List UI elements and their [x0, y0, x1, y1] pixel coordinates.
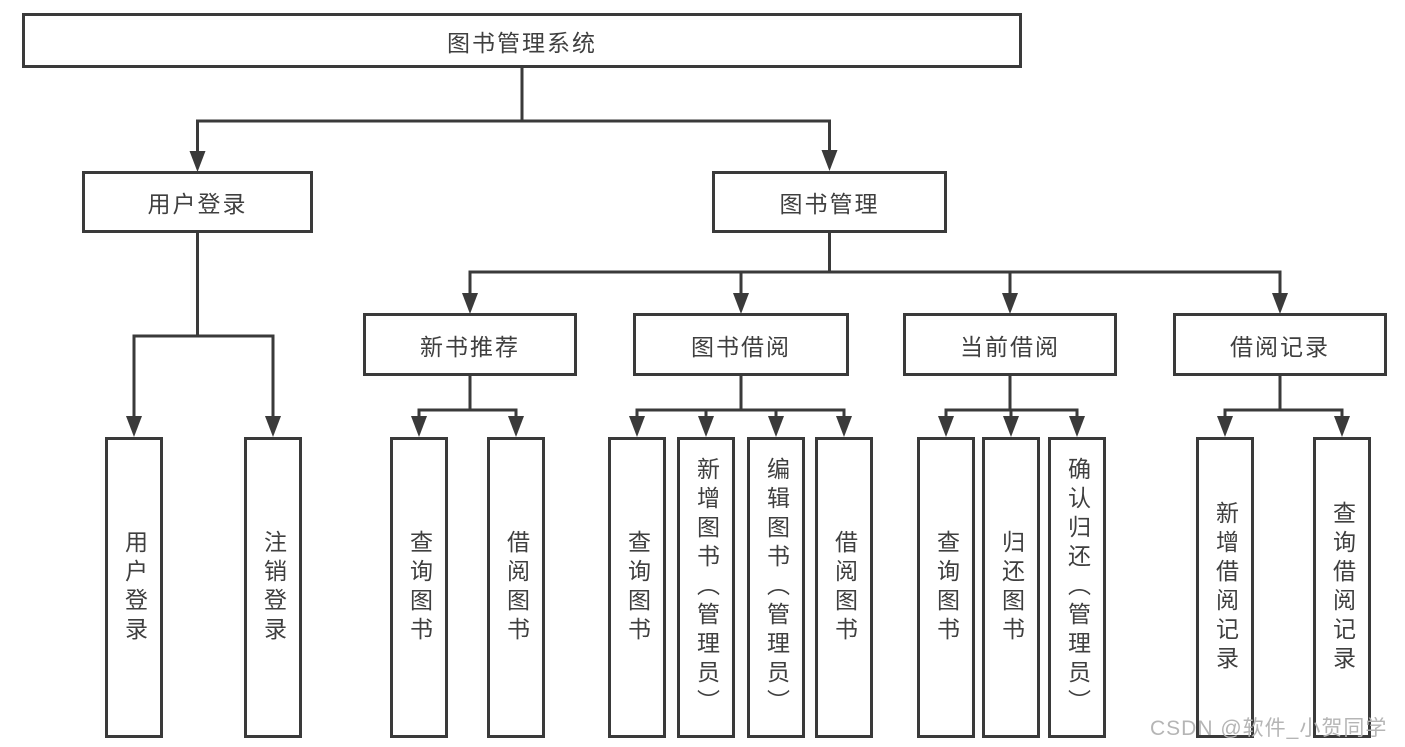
node-library-management-system: 图书管理系统 — [22, 13, 1022, 68]
leaf-add-book-admin: 新增图书（管理员） — [677, 437, 735, 738]
node-borrow-records: 借阅记录 — [1173, 313, 1387, 376]
leaf-return-books: 归还图书 — [982, 437, 1040, 738]
leaf-borrow-books: 借阅图书 — [815, 437, 873, 738]
csdn-watermark: CSDN @软件_小贺同学 — [1150, 717, 1388, 740]
leaf-borrow-books-recommend: 借阅图书 — [487, 437, 545, 738]
leaf-confirm-return-admin: 确认归还（管理员） — [1048, 437, 1106, 738]
node-current-borrowing: 当前借阅 — [903, 313, 1117, 376]
leaf-query-books-current: 查询图书 — [917, 437, 975, 738]
leaf-query-borrow-record: 查询借阅记录 — [1313, 437, 1371, 738]
leaf-logout: 注销登录 — [244, 437, 302, 738]
leaf-edit-book-admin: 编辑图书（管理员） — [747, 437, 805, 738]
leaf-query-books-borrowing: 查询图书 — [608, 437, 666, 738]
node-user-login: 用户登录 — [82, 171, 313, 233]
node-book-borrowing: 图书借阅 — [633, 313, 849, 376]
leaf-query-books-recommend: 查询图书 — [390, 437, 448, 738]
leaf-user-login: 用户登录 — [105, 437, 163, 738]
leaf-add-borrow-record: 新增借阅记录 — [1196, 437, 1254, 738]
node-book-management: 图书管理 — [712, 171, 947, 233]
node-new-book-recommend: 新书推荐 — [363, 313, 577, 376]
